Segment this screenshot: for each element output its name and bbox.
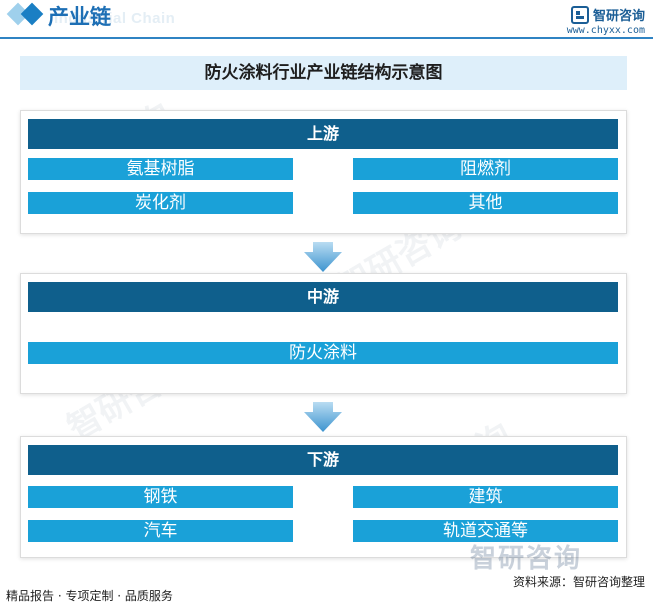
source-note: 资料来源：智研咨询整理 xyxy=(512,575,645,589)
midstream-panel: 中游 防火涂料 xyxy=(20,273,627,394)
footer-slogan: 精品报告 · 专项定制 · 品质服务 xyxy=(6,589,173,603)
downstream-item: 钢铁 xyxy=(28,486,293,508)
header: Industrial Chain 产业链 智研咨询 www.chyxx.com xyxy=(0,0,653,40)
downstream-panel: 下游 钢铁 建筑 汽车 轨道交通等 xyxy=(20,436,627,558)
brand-name: 智研咨询 xyxy=(592,9,645,24)
diamond-icon xyxy=(20,2,44,26)
midstream-item: 防火涂料 xyxy=(28,342,618,364)
upstream-panel: 上游 氨基树脂 阻燃剂 炭化剂 其他 xyxy=(20,110,627,234)
header-subtitle: Industrial Chain xyxy=(54,10,176,27)
down-arrow-icon xyxy=(304,242,342,272)
brand-logo: 智研咨询 www.chyxx.com xyxy=(567,5,645,36)
header-title: 产业链 xyxy=(48,5,111,29)
upstream-header: 上游 xyxy=(28,119,618,149)
upstream-item: 其他 xyxy=(353,192,618,214)
upstream-item: 氨基树脂 xyxy=(28,158,293,180)
downstream-item: 建筑 xyxy=(353,486,618,508)
downstream-header: 下游 xyxy=(28,445,618,475)
header-divider xyxy=(0,37,653,39)
watermark-brand: 智研咨询 xyxy=(470,544,583,574)
downstream-item: 汽车 xyxy=(28,520,293,542)
brand-logo-icon xyxy=(570,5,589,24)
upstream-item: 阻燃剂 xyxy=(353,158,618,180)
down-arrow-icon xyxy=(304,402,342,432)
upstream-item: 炭化剂 xyxy=(28,192,293,214)
chart-title: 防火涂料行业产业链结构示意图 xyxy=(20,56,627,90)
midstream-header: 中游 xyxy=(28,282,618,312)
brand-url: www.chyxx.com xyxy=(566,25,645,36)
downstream-item: 轨道交通等 xyxy=(353,520,618,542)
